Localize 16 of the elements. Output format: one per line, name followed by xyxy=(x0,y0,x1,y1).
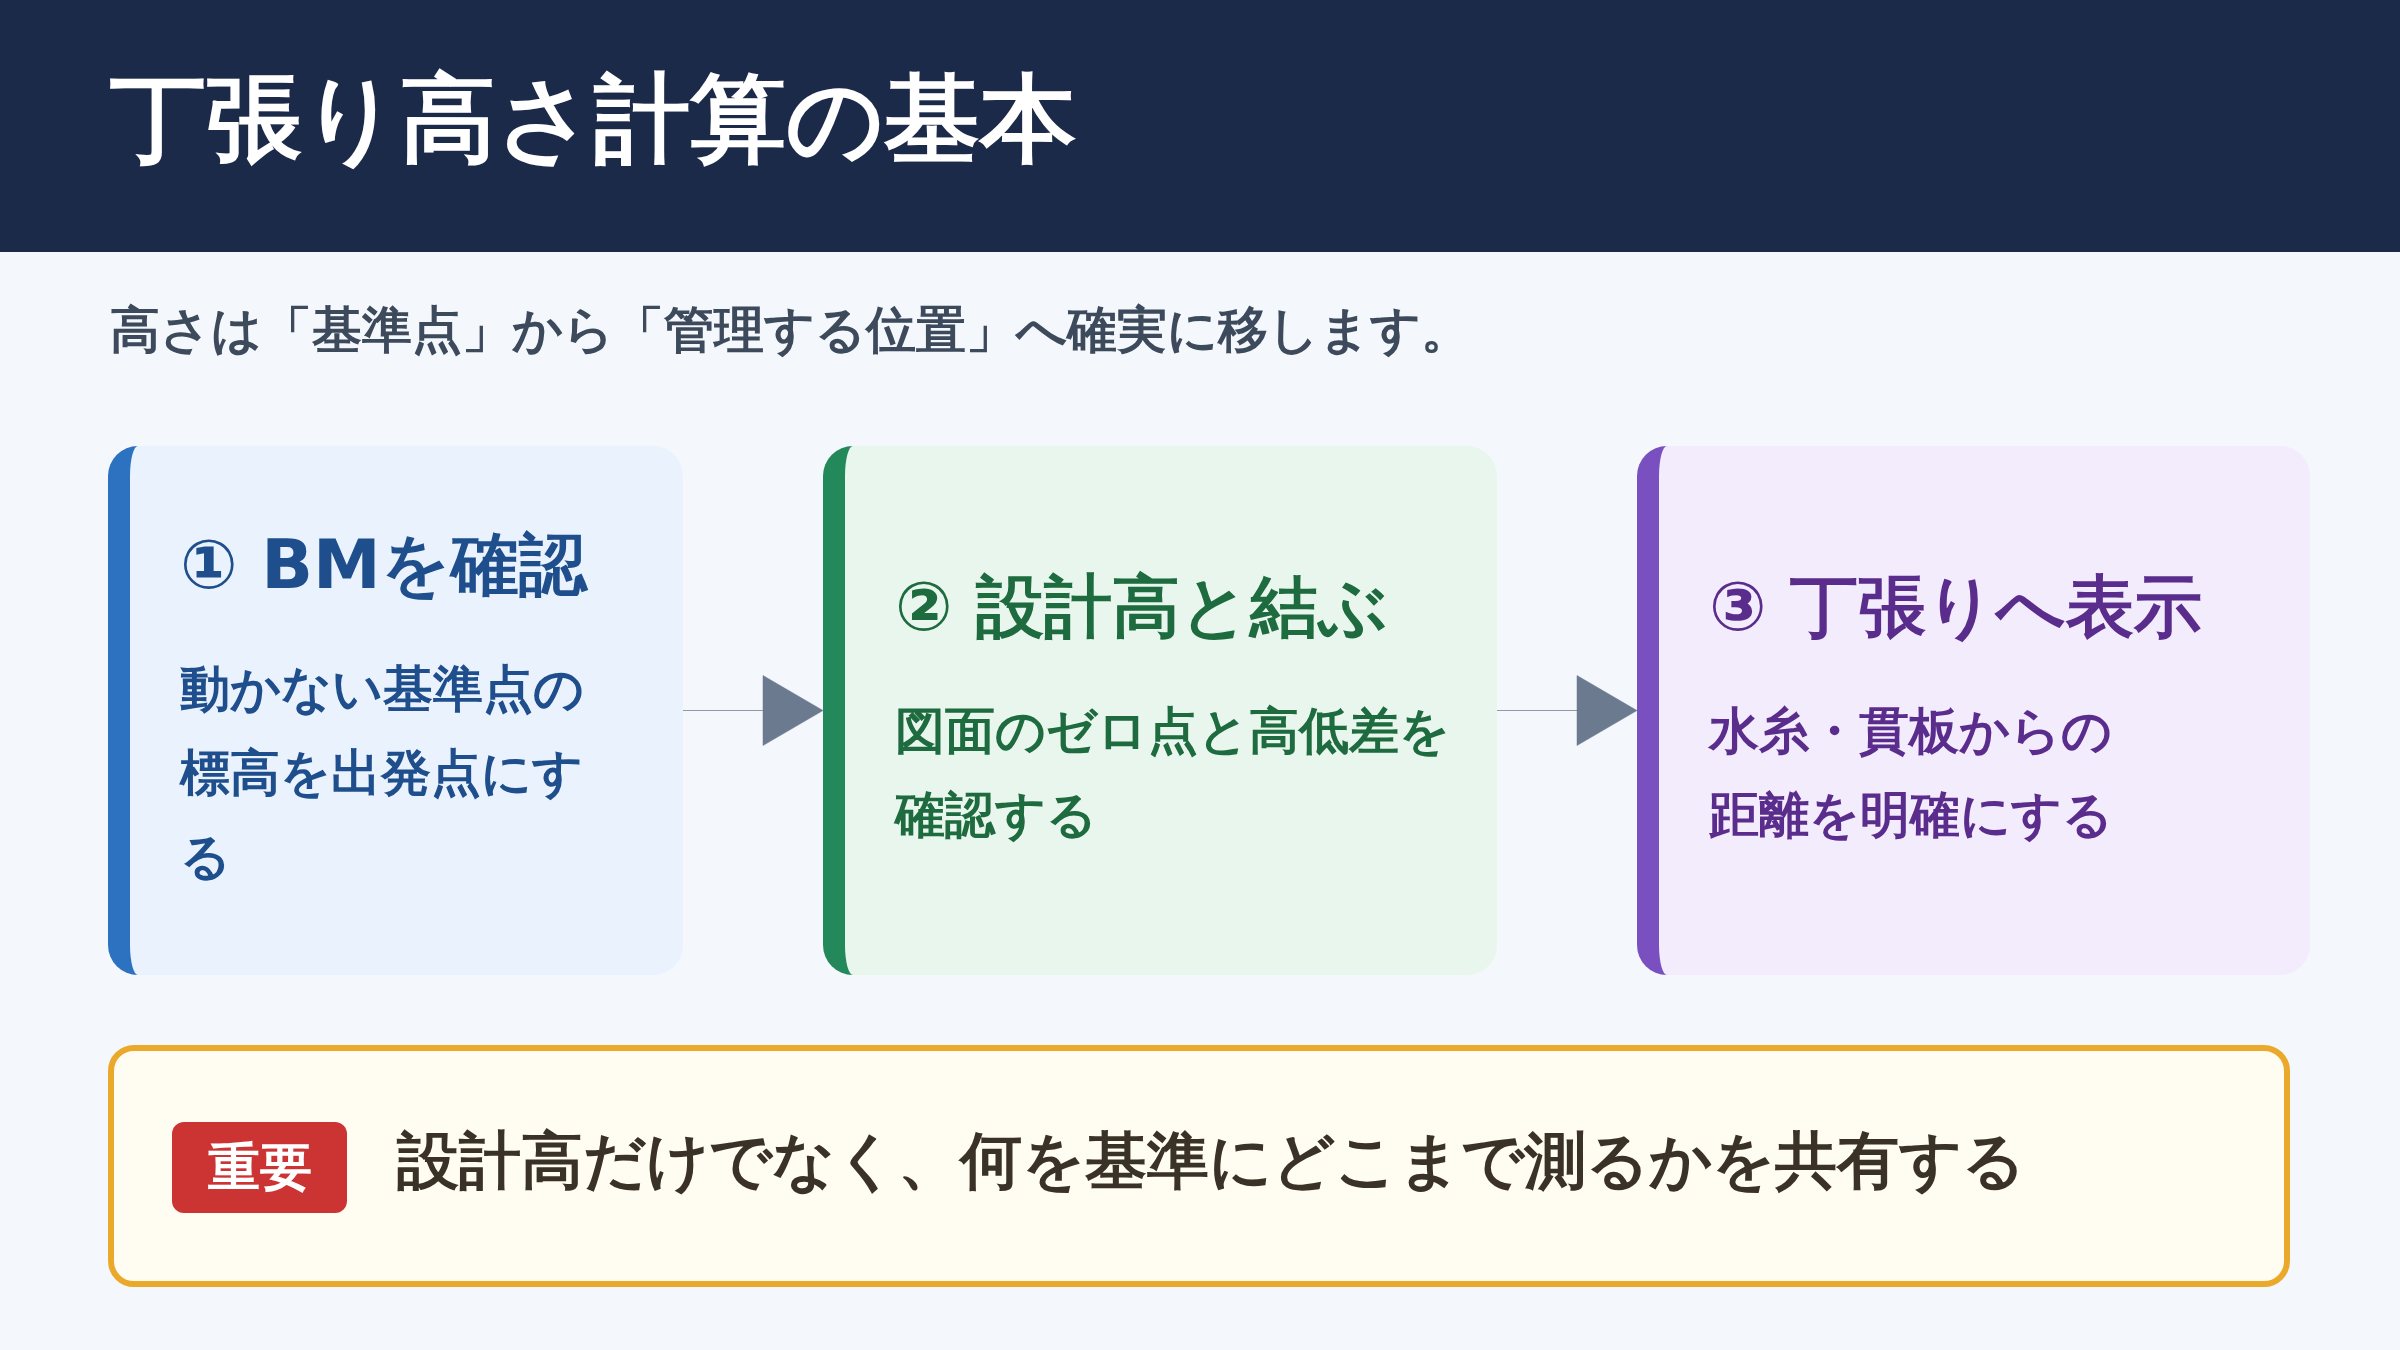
badge: 重要 xyxy=(172,1122,347,1213)
step-heading: ③ 丁張りへ表示 xyxy=(1709,566,2204,648)
step-description: 図面のゼロ点と高低差を確認する xyxy=(895,701,1451,846)
arrow xyxy=(682,675,824,746)
step-card xyxy=(108,446,683,975)
arrow xyxy=(1496,675,1638,746)
step-description: 動かない基準点の標高を出発点にする xyxy=(180,659,585,888)
note-box xyxy=(108,1045,2290,1287)
step-card xyxy=(823,446,1497,975)
subtitle: 高さは「基準点」から「管理する位置」へ確実に移します。 xyxy=(110,300,1471,361)
note-text: 設計高だけでなく、何を基準にどこまで測るかを共有する xyxy=(397,1123,2025,1199)
step-heading: ① BMを確認 xyxy=(180,524,589,606)
step-description: 水糸・貫板からの距離を明確にする xyxy=(1709,701,2114,846)
step-card xyxy=(1637,446,2310,975)
step-heading: ② 設計高と結ぶ xyxy=(895,566,1390,648)
title: 丁張り高さ計算の基本 xyxy=(110,62,1076,177)
